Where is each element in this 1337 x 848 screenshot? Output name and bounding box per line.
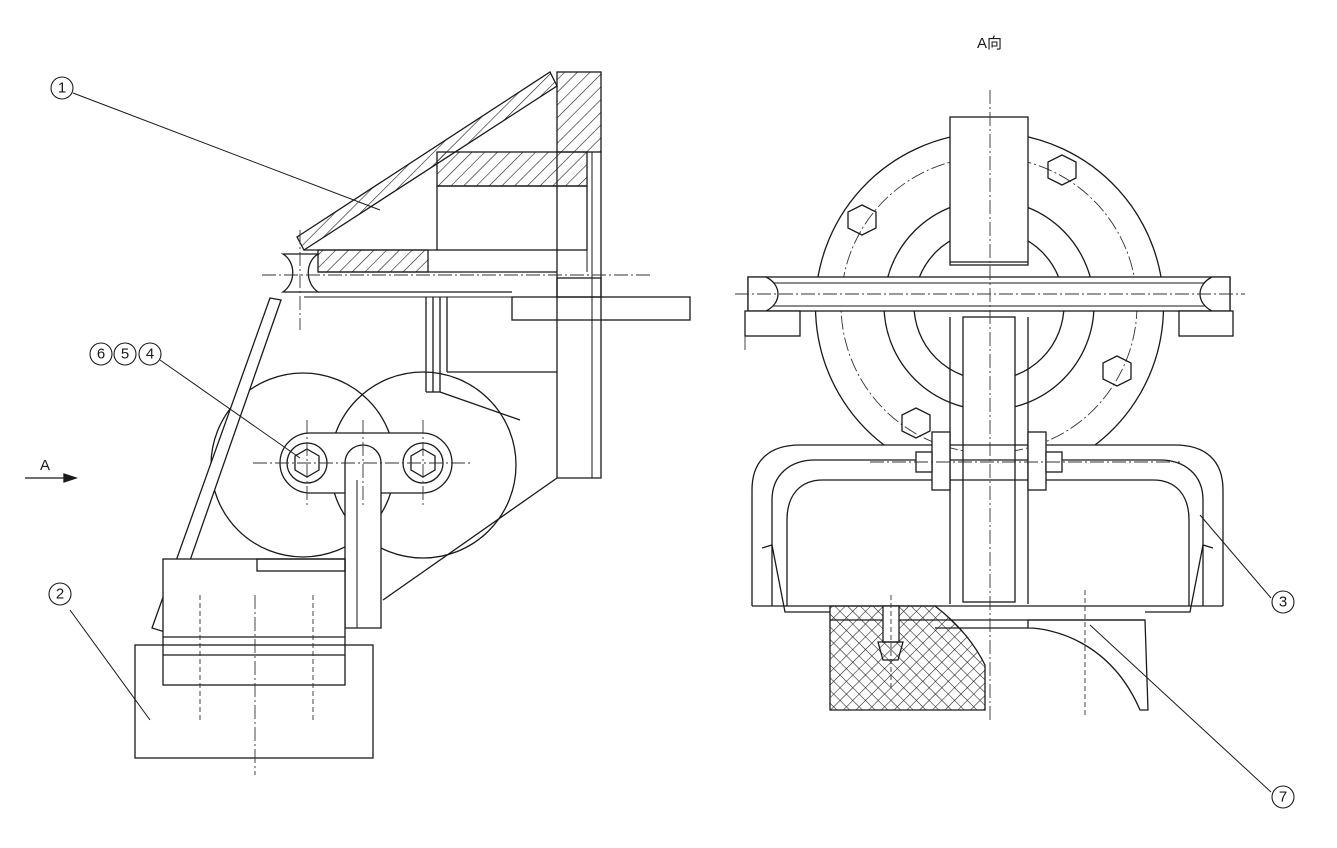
flange-bolt-2 bbox=[1047, 154, 1077, 186]
clamp-bracket-inner bbox=[771, 459, 1204, 606]
view-a-title: A向 bbox=[977, 35, 1002, 52]
upper-hatched-block bbox=[436, 151, 588, 187]
base-block bbox=[134, 644, 374, 759]
pulley-shaft-profile bbox=[280, 253, 321, 293]
svg-text:5: 5 bbox=[121, 346, 129, 363]
svg-text:2: 2 bbox=[56, 586, 64, 603]
lower-hatched-wedge bbox=[317, 249, 429, 273]
svg-text:4: 4 bbox=[146, 346, 154, 363]
svg-text:3: 3 bbox=[1279, 594, 1287, 611]
svg-text:7: 7 bbox=[1279, 789, 1287, 806]
end-pad-right bbox=[1178, 310, 1234, 337]
lower-hub-right bbox=[1027, 619, 1149, 711]
lower-hub-hatched bbox=[829, 605, 986, 711]
flange-bolt-1 bbox=[847, 204, 877, 236]
frame-plate-outline bbox=[556, 152, 602, 479]
view-a: A向 bbox=[735, 35, 1245, 720]
svg-text:1: 1 bbox=[58, 80, 66, 97]
inclined-guide-plate bbox=[296, 71, 558, 251]
balloon-4: 4 bbox=[138, 342, 162, 366]
balloon-3: 3 bbox=[1271, 590, 1295, 614]
balloon-1: 1 bbox=[50, 76, 74, 100]
flange-bolt-4 bbox=[901, 407, 931, 439]
top-block bbox=[949, 116, 1029, 266]
lower-block bbox=[162, 558, 346, 686]
frame-plate-hatched bbox=[556, 71, 602, 153]
bracket-nut-right bbox=[1027, 431, 1047, 491]
svg-text:6: 6 bbox=[97, 346, 105, 363]
balloon-7: 7 bbox=[1271, 785, 1295, 809]
view-direction-label: A bbox=[40, 457, 50, 474]
end-pad-left bbox=[744, 310, 801, 337]
balloon-5: 5 bbox=[113, 342, 137, 366]
balloon-2: 2 bbox=[48, 582, 72, 606]
flange-bolt-3 bbox=[1102, 355, 1132, 387]
side-section-view: A bbox=[25, 71, 691, 775]
balloon-6: 6 bbox=[89, 342, 113, 366]
bracket-nut-left bbox=[931, 431, 951, 491]
clamp-bracket-outer bbox=[751, 444, 1224, 606]
